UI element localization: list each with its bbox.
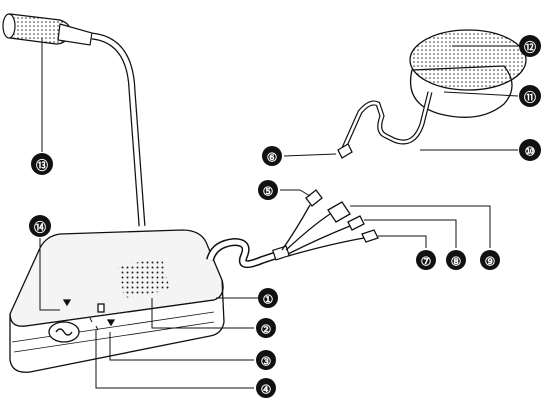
indicator-icon-center	[97, 303, 105, 313]
svg-text:⑫: ⑫	[524, 40, 536, 55]
svg-text:⑩: ⑩	[525, 145, 536, 159]
svg-text:②: ②	[261, 323, 272, 337]
mic-collar	[57, 23, 93, 46]
callout-11: ⑪	[519, 85, 541, 107]
svg-text:⑧: ⑧	[451, 255, 462, 269]
svg-text:⑬: ⑬	[36, 158, 48, 173]
callout-8: ⑧	[446, 250, 466, 270]
console-body	[9, 229, 225, 373]
svg-text:⑪: ⑪	[524, 90, 536, 105]
callout-13: ⑬	[31, 153, 53, 175]
callout-10: ⑩	[519, 139, 541, 161]
connector-5	[305, 189, 323, 207]
gooseneck-microphone	[2, 13, 163, 249]
svg-text:①: ①	[263, 293, 274, 307]
callout-4: ④	[256, 378, 276, 398]
svg-text:④: ④	[261, 383, 272, 397]
connector-8	[347, 215, 365, 231]
console-cable	[206, 237, 290, 269]
breakout-connectors	[281, 189, 379, 257]
callout-7: ⑦	[416, 250, 436, 270]
callout-2: ②	[256, 318, 276, 338]
svg-text:⑦: ⑦	[421, 255, 432, 269]
connector-9	[327, 201, 351, 223]
callout-3: ③	[256, 350, 276, 370]
external-speaker	[337, 29, 527, 159]
speaker-grille	[118, 258, 170, 298]
svg-text:⑨: ⑨	[485, 255, 496, 269]
indicator-icon-right	[106, 319, 116, 327]
speaker-face	[409, 29, 527, 91]
indicator-icon-left	[62, 299, 72, 307]
connector-7	[361, 229, 379, 243]
connector-6	[337, 143, 353, 159]
svg-text:⑤: ⑤	[263, 185, 274, 199]
callout-1: ①	[258, 288, 278, 308]
svg-text:⑭: ⑭	[34, 220, 46, 235]
callout-5: ⑤	[258, 180, 278, 200]
leader-lines	[39, 38, 519, 389]
svg-text:⑥: ⑥	[267, 151, 278, 165]
callout-14: ⑭	[29, 215, 51, 237]
callout-9: ⑨	[480, 250, 500, 270]
svg-text:③: ③	[261, 355, 272, 369]
callout-12: ⑫	[519, 35, 541, 57]
callout-6: ⑥	[262, 146, 282, 166]
